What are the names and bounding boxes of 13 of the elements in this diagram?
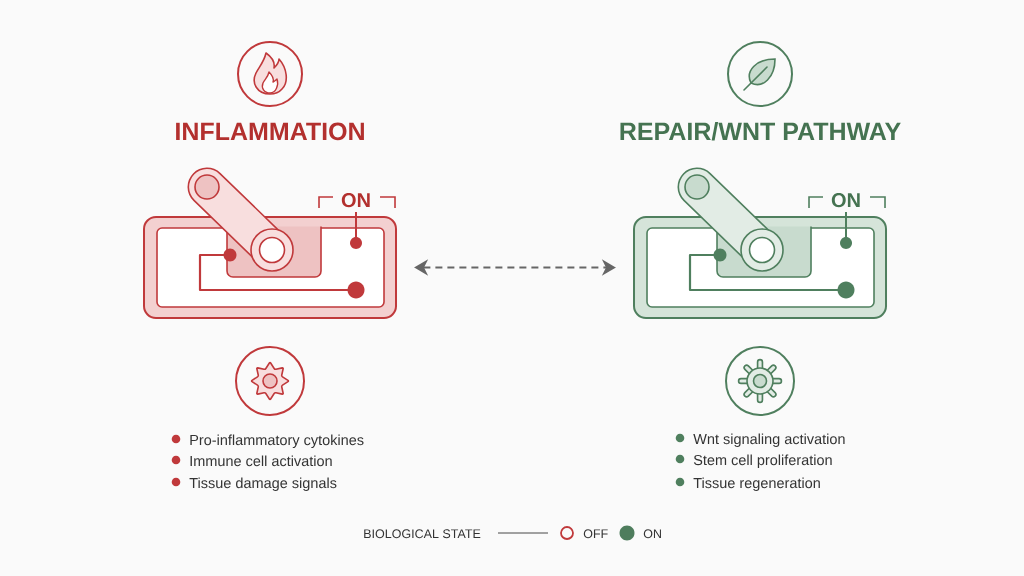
legend-label: OFF (583, 529, 608, 539)
on-label: ON (831, 193, 860, 208)
list-item: Stem cell proliferation (693, 454, 832, 468)
list-item: Tissue damage signals (189, 477, 337, 491)
list-item: Immune cell activation (190, 455, 332, 467)
list-item: Tissue regeneration (693, 477, 820, 491)
legend-label: ON (643, 529, 661, 539)
pathway-title: REPAIR/WNT PATHWAY (620, 121, 901, 141)
pathway-title: INFLAMMATION (176, 122, 364, 141)
list-item: Wnt signaling activation (693, 433, 845, 447)
on-label: ON (341, 193, 370, 208)
legend-title: BIOLOGICAL STATE (364, 529, 481, 539)
list-item: Pro-inflammatory cytokines (190, 434, 364, 448)
